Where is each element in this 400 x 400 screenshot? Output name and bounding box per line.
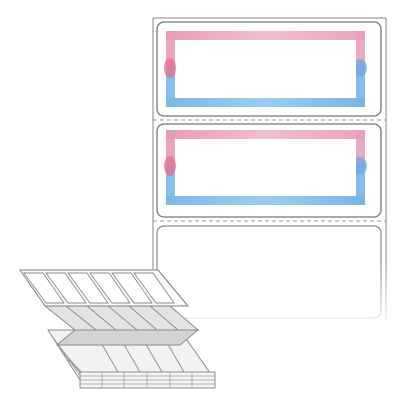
watercolor-frame bbox=[164, 130, 367, 205]
fanfold-stack-icon bbox=[19, 269, 216, 390]
label-1 bbox=[156, 21, 382, 117]
stack-top-page bbox=[19, 269, 190, 307]
label-2 bbox=[156, 123, 382, 218]
watercolor-frame bbox=[164, 31, 367, 107]
sheet-fade-overlay bbox=[148, 262, 393, 332]
